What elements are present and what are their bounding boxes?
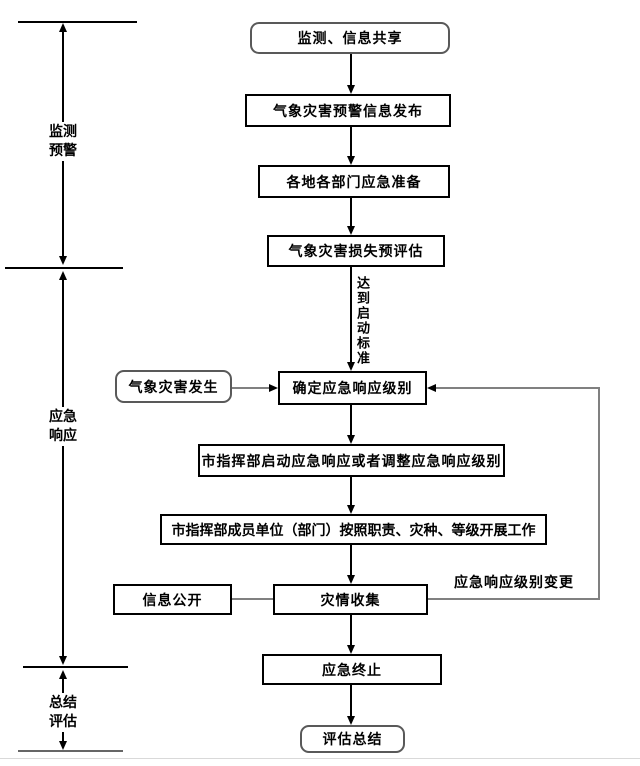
loop-vertical-line xyxy=(598,387,600,600)
connector-disaster-occur-head-icon xyxy=(269,384,278,392)
phase3-arrow-up-icon xyxy=(59,670,67,679)
node-start-adjust-response-label: 市指挥部启动应急响应或者调整应急响应级别 xyxy=(201,452,502,469)
phase3-label: 总结 评估 xyxy=(43,693,83,731)
phase3-axis-line-lower xyxy=(62,732,64,742)
connector-info-public-line xyxy=(232,598,273,600)
connector-disaster-occur-line xyxy=(232,387,270,389)
phase2-axis-line-lower xyxy=(62,446,64,656)
node-monitor-share-label: 监测、信息共享 xyxy=(297,30,403,46)
phase2-arrow-down-icon xyxy=(59,656,67,665)
phase-divider-bottom xyxy=(18,750,123,752)
node-disaster-collect: 灾情收集 xyxy=(273,584,428,615)
phase2-arrow-up-icon xyxy=(59,271,67,280)
arrow-2-line xyxy=(350,127,352,157)
arrow-5-head-icon xyxy=(347,435,355,444)
phase-divider-3 xyxy=(23,666,128,668)
arrow-4-line xyxy=(350,267,352,363)
node-emergency-prepare-label: 各地各部门应急准备 xyxy=(286,173,422,190)
arrow-6-head-icon xyxy=(347,505,355,514)
node-members-work: 市指挥部成员单位（部门）按照职责、灾种、等级开展工作 xyxy=(160,514,547,545)
arrow-8-line xyxy=(350,615,352,646)
arrow-8-head-icon xyxy=(347,645,355,654)
arrow-1-head-icon xyxy=(347,85,355,94)
node-emergency-end: 应急终止 xyxy=(262,654,442,685)
node-loss-preassess-label: 气象灾害损失预评估 xyxy=(288,243,424,259)
edge-label-reach-standard: 达到启动标准 xyxy=(355,276,370,366)
node-monitor-share: 监测、信息共享 xyxy=(250,22,450,54)
edge-label-level-change: 应急响应级别变更 xyxy=(454,574,574,590)
node-disaster-occur-label: 气象灾害发生 xyxy=(128,378,219,395)
loop-head-icon xyxy=(427,384,436,392)
node-info-public: 信息公开 xyxy=(113,584,232,615)
node-emergency-end-label: 应急终止 xyxy=(322,661,382,678)
arrow-9-line xyxy=(350,685,352,717)
phase-divider-2 xyxy=(5,267,123,269)
arrow-7-line xyxy=(350,545,352,576)
node-evaluate-summary: 评估总结 xyxy=(300,725,405,753)
node-disaster-collect-label: 灾情收集 xyxy=(320,591,381,608)
phase1-axis-line-lower xyxy=(62,161,64,256)
phase1-label: 监测 预警 xyxy=(43,122,83,160)
arrow-7-head-icon xyxy=(347,575,355,584)
node-determine-level-label: 确定应急响应级别 xyxy=(292,380,413,396)
phase3-label-line1: 总结 xyxy=(49,694,77,710)
node-loss-preassess: 气象灾害损失预评估 xyxy=(267,235,445,267)
arrow-3-line xyxy=(350,198,352,227)
phase3-arrow-down-icon xyxy=(59,741,67,750)
node-warning-release: 气象灾害预警信息发布 xyxy=(245,94,451,127)
loop-bottom-line xyxy=(428,598,600,600)
phase2-label: 应急 响应 xyxy=(43,407,83,445)
phase3-axis-line-upper xyxy=(62,677,64,693)
phase2-label-line2: 响应 xyxy=(49,427,77,443)
arrow-1-line xyxy=(350,54,352,86)
phase2-axis-line-upper xyxy=(62,278,64,407)
arrow-2-head-icon xyxy=(347,156,355,165)
node-disaster-occur: 气象灾害发生 xyxy=(115,370,232,403)
phase1-arrow-down-icon xyxy=(59,256,67,265)
loop-top-line xyxy=(436,387,598,389)
phase1-label-line1: 监测 xyxy=(49,123,77,139)
phase-divider-top xyxy=(18,21,137,23)
arrow-3-head-icon xyxy=(347,226,355,235)
arrow-4-head-icon xyxy=(347,362,355,371)
node-members-work-label: 市指挥部成员单位（部门）按照职责、灾种、等级开展工作 xyxy=(171,521,536,538)
arrow-5-line xyxy=(350,405,352,436)
page-bottom-edge xyxy=(0,758,640,759)
node-determine-level: 确定应急响应级别 xyxy=(278,371,427,405)
node-evaluate-summary-label: 评估总结 xyxy=(322,731,383,747)
node-warning-release-label: 气象灾害预警信息发布 xyxy=(273,102,423,119)
node-start-adjust-response: 市指挥部启动应急响应或者调整应急响应级别 xyxy=(198,444,505,477)
node-info-public-label: 信息公开 xyxy=(142,591,203,608)
arrow-9-head-icon xyxy=(347,716,355,725)
node-emergency-prepare: 各地各部门应急准备 xyxy=(258,165,450,198)
arrow-6-line xyxy=(350,477,352,506)
phase2-label-line1: 应急 xyxy=(49,408,77,424)
phase1-axis-line-upper xyxy=(62,30,64,122)
phase3-label-line2: 评估 xyxy=(49,713,77,729)
phase1-label-line2: 预警 xyxy=(49,142,77,158)
phase1-arrow-up-icon xyxy=(59,23,67,32)
